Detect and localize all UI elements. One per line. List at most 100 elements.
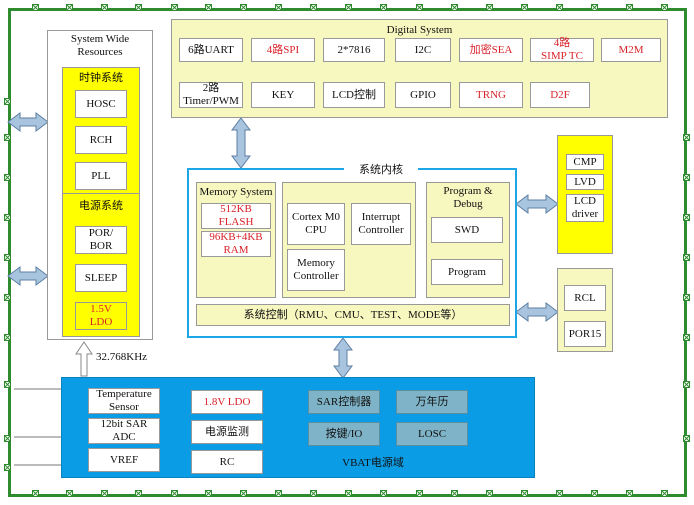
swd-block: SWD — [431, 217, 503, 243]
sar-adc-block: 12bit SAR ADC — [88, 418, 160, 444]
calendar-block: 万年历 — [396, 390, 468, 414]
digital-block-4: I2C — [395, 38, 451, 62]
core-vbat-arrow — [333, 337, 353, 379]
pin-marker — [240, 490, 247, 497]
pin-marker — [4, 98, 11, 105]
pin-marker — [556, 4, 563, 11]
digital-block-5: 加密SEA — [459, 38, 523, 62]
program-debug-title: Program & Debug — [443, 185, 493, 210]
pin-marker — [66, 4, 73, 11]
hosc-block: HOSC — [75, 90, 127, 118]
pin-marker — [486, 4, 493, 11]
memory-controller-block: Memory Controller — [287, 249, 345, 291]
pin-marker — [416, 490, 423, 497]
pin-marker — [4, 381, 11, 388]
rcl-group: RCL POR15 — [557, 268, 613, 352]
pin-marker — [380, 490, 387, 497]
clock-system-title: 时钟系统 — [79, 71, 123, 84]
resources-title: System Wide Resources — [70, 33, 130, 58]
pin-marker — [683, 214, 690, 221]
pll-block: PLL — [75, 162, 127, 190]
left-arrow-2 — [7, 266, 49, 286]
interrupt-controller-block: Interrupt Controller — [351, 203, 411, 245]
cpu-group: Cortex M0 CPU Interrupt Controller Memor… — [282, 182, 416, 298]
pin-marker — [205, 4, 212, 11]
rch-block: RCH — [75, 126, 127, 154]
pin-marker — [683, 381, 690, 388]
pin-marker — [521, 490, 528, 497]
rc-block: RC — [191, 450, 263, 474]
pin-marker — [626, 4, 633, 11]
digital-block-row2-6: D2F — [530, 82, 590, 108]
pin-marker — [66, 490, 73, 497]
pin-marker — [683, 334, 690, 341]
clock-up-arrow — [75, 341, 93, 377]
memory-system-group: Memory System 512KB FLASH 96KB+4KB RAM — [196, 182, 276, 298]
pin-marker — [310, 490, 317, 497]
digital-block-row2-1: 2路 Timer/PWM — [179, 82, 243, 108]
digital-system-title: Digital System — [386, 23, 453, 36]
digital-core-arrow — [231, 117, 251, 169]
power-system-title: 电源系统 — [79, 199, 123, 212]
digital-block-row2-2: KEY — [251, 82, 315, 108]
lcd-driver-block: LCD driver — [566, 194, 604, 222]
analog-group: CMP LVD LCD driver — [557, 135, 613, 254]
system-control-bar: 系统控制（RMU、CMU、TEST、MODE等） — [196, 304, 510, 326]
pin-marker — [4, 435, 11, 442]
pin-marker — [171, 490, 178, 497]
pin-marker — [380, 4, 387, 11]
pin-marker — [683, 174, 690, 181]
pin-marker — [101, 4, 108, 11]
pin-marker — [683, 294, 690, 301]
pin-marker — [661, 490, 668, 497]
temperature-sensor-block: Temperature Sensor — [88, 388, 160, 414]
cortex-m0-block: Cortex M0 CPU — [287, 203, 345, 245]
pin-marker — [345, 4, 352, 11]
pin-marker — [556, 490, 563, 497]
pin-marker — [205, 490, 212, 497]
clock-frequency-label: 32.768KHz — [96, 351, 148, 363]
pin-marker — [4, 334, 11, 341]
digital-block-row2-5: TRNG — [459, 82, 523, 108]
core-cmp-arrow — [515, 194, 559, 214]
sleep-block: SLEEP — [75, 264, 127, 292]
pin-marker — [32, 490, 39, 497]
pin-marker — [4, 214, 11, 221]
por-bor-block: POR/ BOR — [75, 226, 127, 254]
por15-block: POR15 — [564, 321, 606, 347]
key-io-block: 按键/IO — [308, 422, 380, 446]
pin-marker — [683, 435, 690, 442]
memory-system-title: Memory System — [199, 185, 273, 198]
pin-marker — [591, 4, 598, 11]
pin-marker — [521, 4, 528, 11]
pin-marker — [4, 174, 11, 181]
pin-marker — [591, 490, 598, 497]
digital-block-7: M2M — [601, 38, 661, 62]
pin-marker — [416, 4, 423, 11]
system-resources-panel: System Wide Resources 时钟系统 HOSC RCH PLL … — [47, 30, 153, 340]
digital-block-row2-3: LCD控制 — [323, 82, 385, 108]
power-system-group: 电源系统 POR/ BOR SLEEP 1.5V LDO — [62, 193, 140, 337]
ldo-1v8-block: 1.8V LDO — [191, 390, 263, 414]
losc-block: LOSC — [396, 422, 468, 446]
sar-controller-block: SAR控制器 — [308, 390, 380, 414]
system-core-title: 系统内核 — [344, 162, 418, 178]
ldo-1v5-block: 1.5V LDO — [75, 302, 127, 330]
pin-marker — [4, 254, 11, 261]
left-arrow-1 — [7, 112, 49, 132]
pin-marker — [451, 4, 458, 11]
power-monitor-block: 电源监测 — [191, 420, 263, 444]
rcl-block: RCL — [564, 285, 606, 311]
pin-marker — [275, 490, 282, 497]
pin-marker — [101, 490, 108, 497]
digital-block-2: 4路SPI — [251, 38, 315, 62]
pin-marker — [135, 4, 142, 11]
digital-block-3: 2*7816 — [323, 38, 385, 62]
pin-marker — [4, 464, 11, 471]
pin-marker — [310, 4, 317, 11]
pin-marker — [451, 490, 458, 497]
pin-marker — [486, 490, 493, 497]
digital-block-row2-4: GPIO — [395, 82, 451, 108]
clock-system-group: 时钟系统 HOSC RCH PLL — [62, 67, 140, 213]
